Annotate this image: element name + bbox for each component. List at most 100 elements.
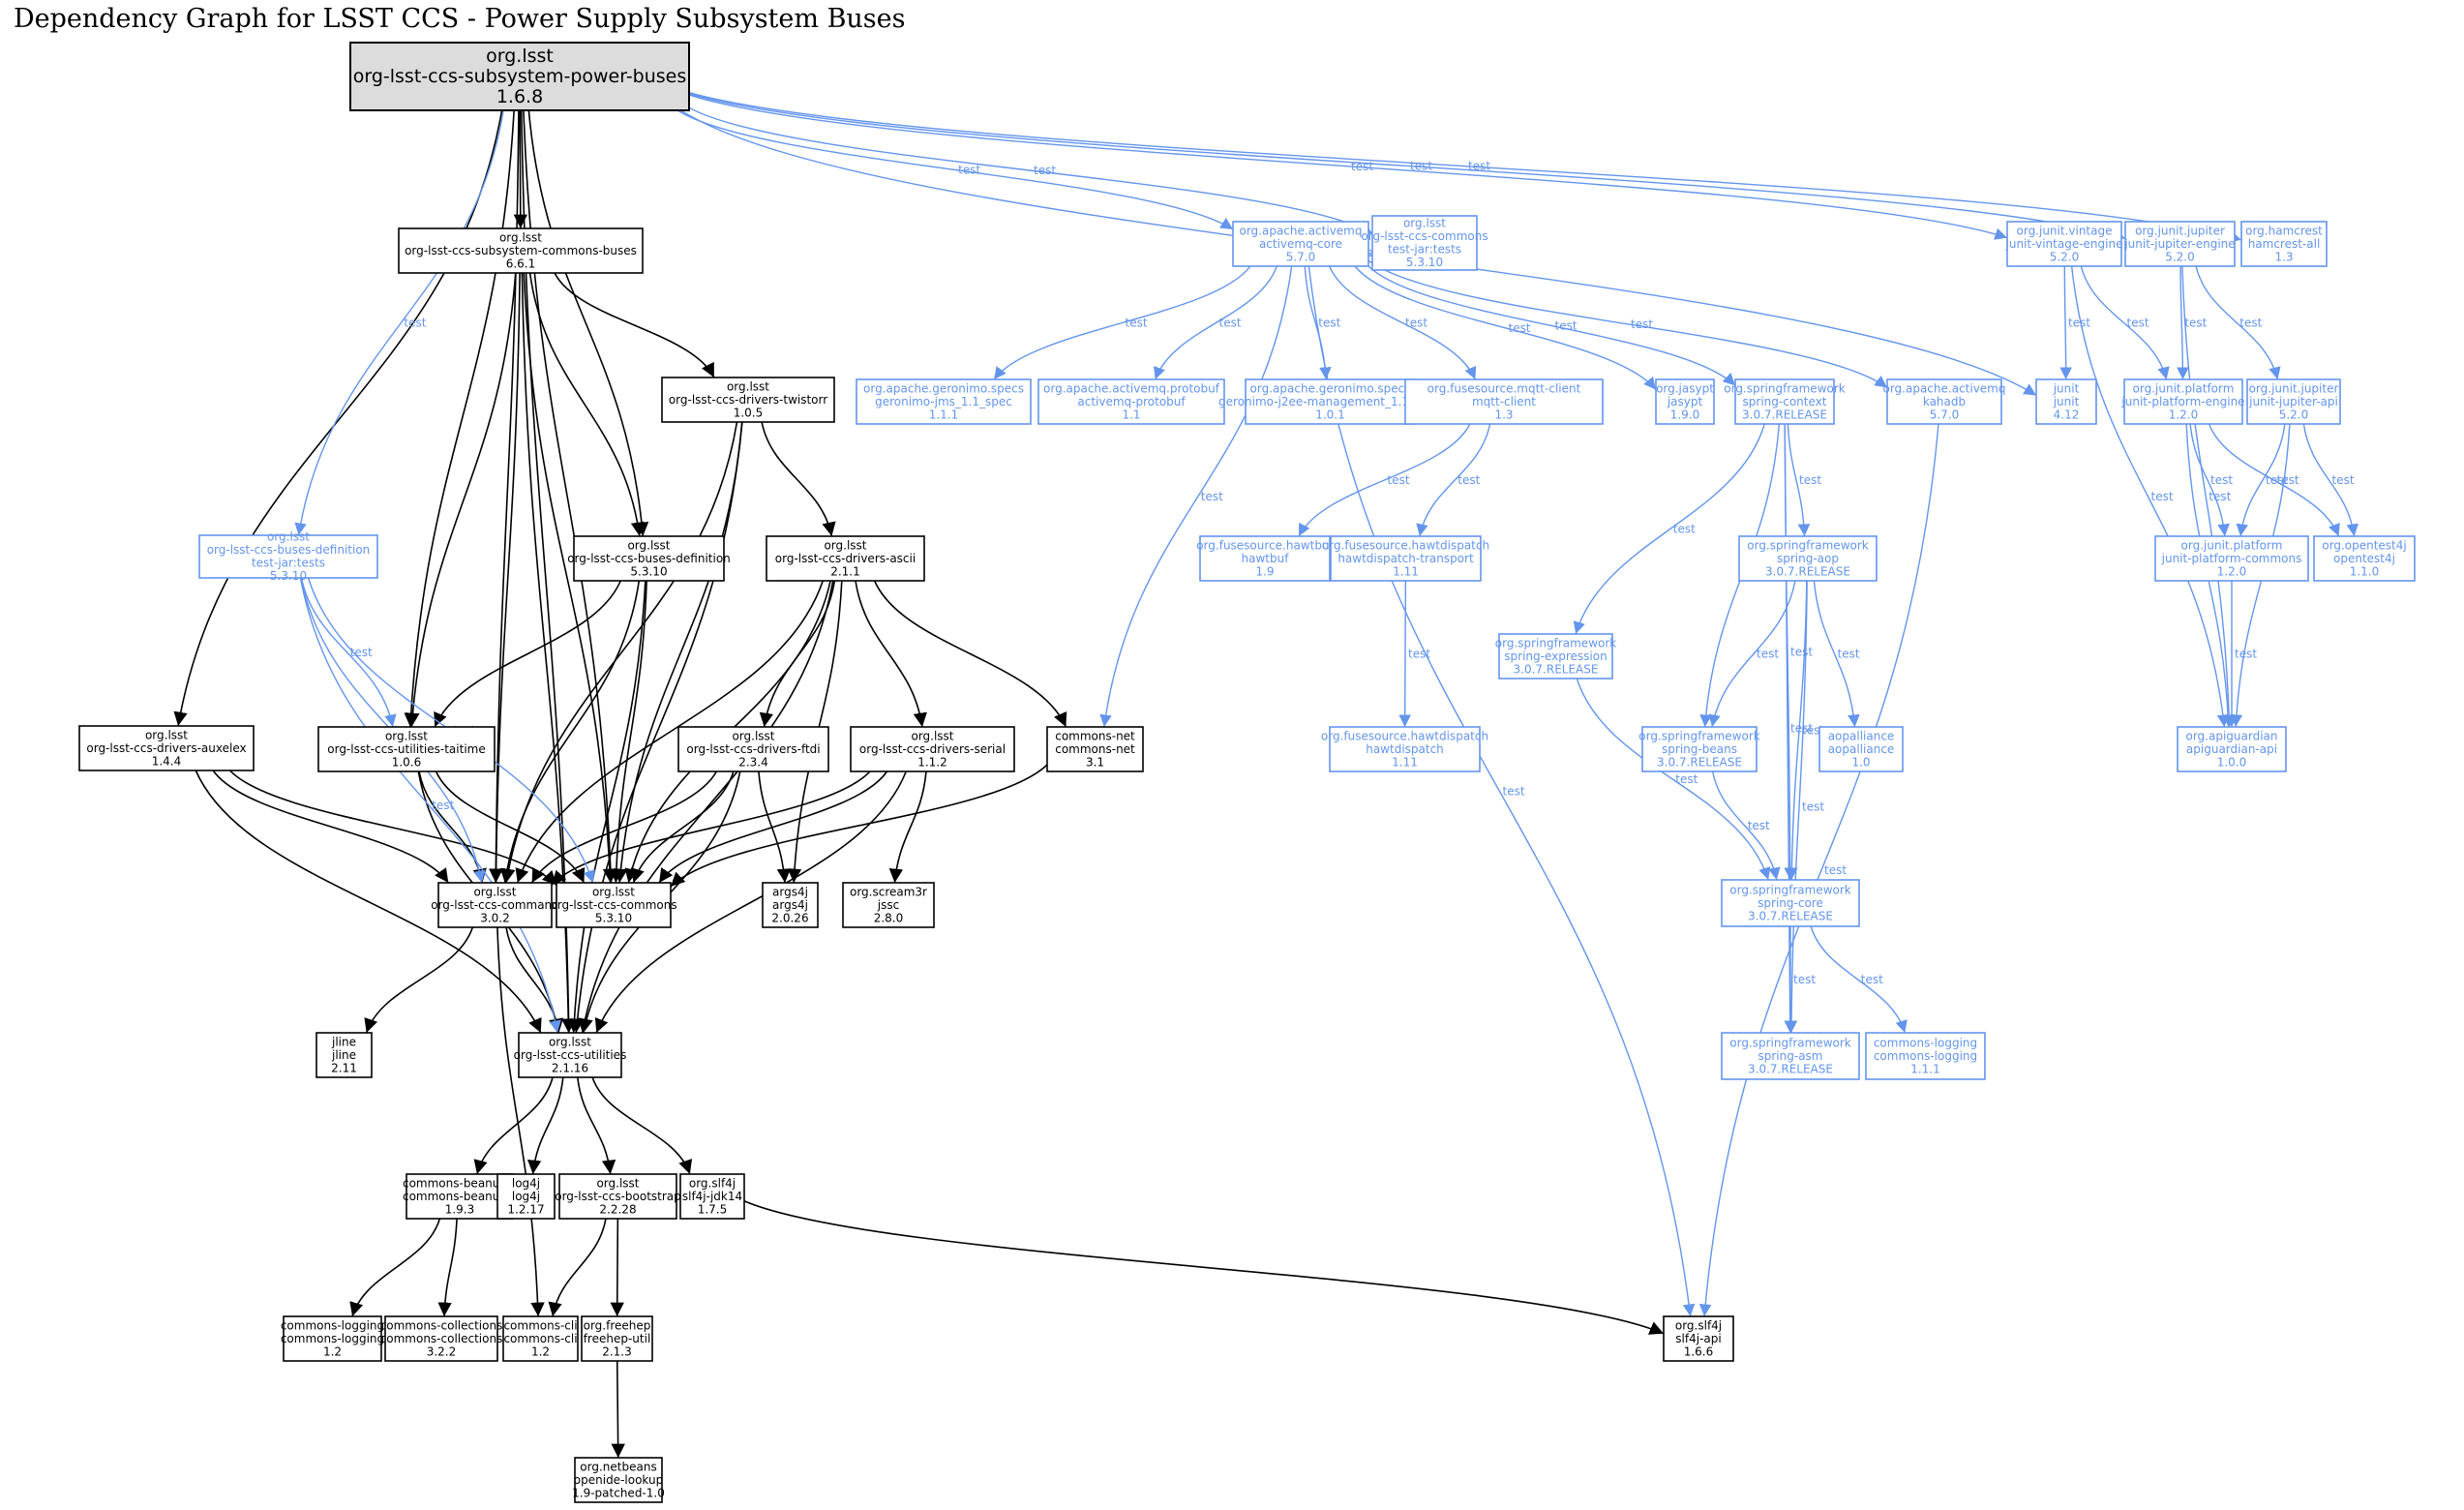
node-springbeans[interactable]: org.springframeworkspring-beans3.0.7.REL… — [1638, 726, 1760, 772]
node-box — [556, 882, 672, 928]
edge-label-test: test — [1555, 319, 1578, 333]
node-springexpr[interactable]: org.springframeworkspring-expression3.0.… — [1495, 633, 1617, 680]
node-group-id: org.opentest4j — [2322, 538, 2406, 552]
node-taitime[interactable]: org.lsstorg-lsst-ccs-utilities-taitime1.… — [317, 726, 496, 772]
node-artifact-id: jasypt — [1667, 395, 1703, 408]
edge-root-to-amqcore — [676, 109, 1234, 230]
node-auxelex[interactable]: org.lsstorg-lsst-ccs-drivers-auxelex1.4.… — [78, 725, 255, 771]
node-platengine[interactable]: org.junit.platformjunit-platform-engine1… — [2120, 378, 2245, 425]
node-ccscommonstest[interactable]: org.lsstorg-lsst-ccs-commonstest-jar:tes… — [1361, 215, 1488, 271]
edge-springctx-to-springexpr — [1573, 423, 1765, 635]
node-openide[interactable]: org.netbeansopenide-lookup1.9-patched-1.… — [572, 1457, 665, 1503]
node-artifact-id: hamcrest-all — [2248, 237, 2321, 251]
node-vintage[interactable]: org.junit.vintagejunit-vintage-engine5.2… — [2005, 221, 2123, 267]
node-artifact-id: org-lsst-ccs-drivers-auxelex — [86, 741, 246, 755]
node-artifact-id: args4j — [772, 898, 808, 912]
node-artifact-id: org-lsst-ccs-bootstrap — [555, 1190, 681, 1203]
node-version: 1.9.0 — [1670, 408, 1700, 421]
node-springaop[interactable]: org.springframeworkspring-aop3.0.7.RELEA… — [1738, 535, 1878, 582]
node-box — [349, 42, 690, 111]
edge-beanutils-to-commonslogging12 — [349, 1218, 441, 1317]
edge-label-test: test — [1757, 648, 1779, 661]
node-springctx[interactable]: org.springframeworkspring-context3.0.7.R… — [1724, 378, 1846, 425]
node-busdef[interactable]: org.lsstorg-lsst-ccs-buses-definition5.3… — [567, 535, 731, 582]
node-version: 3.0.7.RELEASE — [1765, 564, 1850, 578]
node-box — [1721, 1032, 1860, 1080]
node-subcommons[interactable]: org.lsstorg-lsst-ccs-subsystem-commons-b… — [398, 227, 644, 274]
node-group-id: org.lsst — [824, 538, 866, 552]
node-version: 1.1.1 — [929, 408, 959, 421]
node-hawttransport[interactable]: org.fusesource.hawtdispatchhawtdispatch-… — [1322, 535, 1489, 582]
node-version: 1.4.4 — [152, 754, 182, 768]
node-twistorr[interactable]: org.lsstorg-lsst-ccs-drivers-twistorr1.0… — [661, 377, 835, 423]
node-version: 5.3.10 — [270, 569, 307, 583]
node-jms[interactable]: org.apache.geronimo.specsgeronimo-jms_1.… — [856, 378, 1032, 425]
node-box — [762, 882, 819, 928]
node-version: 3.1 — [1086, 755, 1104, 769]
node-protobuf[interactable]: org.apache.activemq.protobufactivemq-pro… — [1037, 378, 1225, 425]
node-group-id: org.apiguardian — [2185, 729, 2277, 742]
node-hawtdispatch[interactable]: org.fusesource.hawtdispatchhawtdispatch1… — [1321, 726, 1488, 772]
edge-serial-to-ccscommons — [658, 770, 888, 884]
edge-ascii-to-serial — [855, 580, 927, 728]
node-jupengine[interactable]: org.junit.jupiterjunit-jupiter-engine5.2… — [2123, 221, 2236, 267]
node-box — [518, 1032, 622, 1078]
node-version: 1.3 — [1494, 408, 1513, 421]
edge-utilities-to-log4j — [527, 1076, 564, 1175]
node-group-id: org.lsst — [385, 729, 428, 742]
node-box — [2124, 221, 2236, 267]
node-collections[interactable]: commons-collectionscommons-collections3.… — [380, 1315, 503, 1362]
node-artifact-id: org-lsst-ccs-drivers-ftdi — [686, 742, 820, 756]
node-version: 1.1.1 — [1910, 1062, 1940, 1075]
node-springcore[interactable]: org.springframeworkspring-core3.0.7.RELE… — [1721, 879, 1860, 927]
node-box — [1734, 378, 1835, 425]
node-artifact-id: aopalliance — [1828, 742, 1895, 756]
node-box — [1655, 378, 1715, 425]
node-busdeftest[interactable]: org.lsstorg-lsst-ccs-buses-definitiontes… — [198, 530, 378, 584]
edge-beanutils-to-collections — [437, 1218, 458, 1317]
node-springasm[interactable]: org.springframeworkspring-asm3.0.7.RELEA… — [1721, 1032, 1860, 1080]
node-version: 5.3.10 — [630, 564, 667, 578]
node-version: 3.0.7.RELEASE — [1748, 909, 1833, 922]
node-root[interactable]: org.lsstorg-lsst-ccs-subsystem-power-bus… — [349, 42, 690, 111]
node-artifact-id: org-lsst-ccs-subsystem-power-buses — [353, 66, 687, 87]
node-platcommons[interactable]: org.junit.platformjunit-platform-commons… — [2154, 535, 2309, 582]
edge-label-test: test — [2184, 317, 2207, 330]
node-version: 1.2.0 — [2169, 408, 2199, 421]
edge-taitime-to-command — [418, 770, 487, 884]
node-artifact-id: spring-expression — [1504, 649, 1607, 663]
edge-twistorr-to-ascii — [761, 421, 836, 537]
node-version: 1.2 — [323, 1344, 342, 1358]
